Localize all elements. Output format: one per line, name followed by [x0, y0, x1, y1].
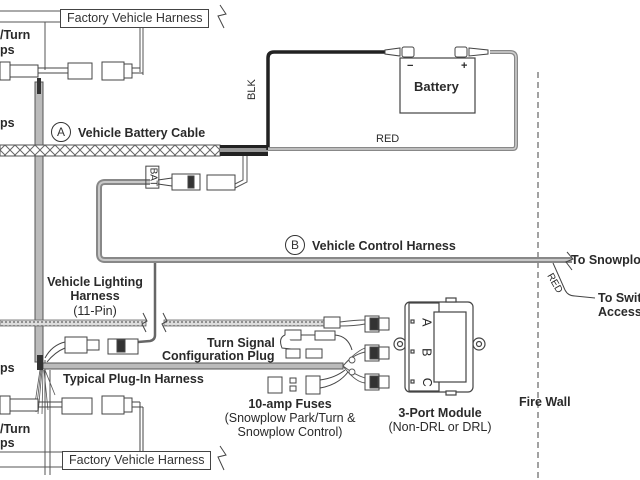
fuse-holders — [267, 369, 349, 395]
red-wire-label: RED — [376, 133, 400, 145]
park-turn-lamps-bottom-label-2: ps — [0, 436, 15, 450]
module-label-2: (Non-DRL or DRL) — [388, 420, 492, 434]
park-turn-lamps-top-label-2: ps — [0, 43, 15, 57]
battery — [399, 57, 476, 114]
battery-cable-marker: A — [51, 122, 71, 142]
battery-terminals — [384, 46, 489, 58]
fire-wall-label: Fire Wall — [519, 395, 571, 409]
factory-harness-bottom-label: Factory Vehicle Harness — [62, 451, 212, 470]
park-turn-lamps-bottom-label-1: /Turn — [0, 422, 31, 436]
factory-harness-top — [0, 4, 227, 29]
to-switch-label-2: Access — [598, 305, 640, 319]
module-harness-wires — [339, 319, 366, 384]
turn-signal-plug-label-2: Configuration Plug — [162, 349, 275, 363]
module-port-a: A — [419, 318, 434, 327]
factory-harness-top-label: Factory Vehicle Harness — [60, 9, 210, 28]
factory-harness-feed-top — [44, 22, 144, 75]
vehicle-battery-cable — [0, 144, 268, 157]
fuses-label-3: Snowplow Control) — [237, 425, 343, 439]
module-port-b: B — [419, 348, 434, 357]
blk-wire-label: BLK — [246, 79, 258, 100]
lighting-harness-label-3: (11-Pin) — [73, 304, 117, 318]
vehicle-lighting-harness — [0, 312, 341, 333]
lighting-harness-label-1: Vehicle Lighting — [47, 275, 143, 289]
bat-tag: BAT — [145, 165, 160, 189]
to-snowplow-label: To Snowplow — [571, 253, 640, 267]
battery-cable-label: Vehicle Battery Cable — [78, 126, 206, 140]
module-label-1: 3-Port Module — [398, 406, 482, 420]
lamp-connectors-top — [0, 61, 143, 81]
lighting-branch-wire — [137, 263, 157, 344]
fuses-label-2: (Snowplow Park/Turn & — [224, 411, 356, 425]
park-turn-lamps-top-label-1: /Turn — [0, 28, 31, 42]
battery-label: Battery — [414, 79, 459, 94]
bat-branch-wires — [234, 156, 248, 189]
three-port-module — [393, 297, 486, 396]
fuses-label-1: 10-amp Fuses — [248, 397, 332, 411]
headlamps-top-label: ps — [0, 116, 15, 130]
lighting-connector — [44, 336, 139, 363]
battery-negative-label: − — [407, 60, 414, 72]
control-harness-label: Vehicle Control Harness — [312, 239, 456, 253]
lamp-connectors-bottom — [0, 395, 144, 452]
control-harness-marker: B — [285, 235, 305, 255]
turn-signal-config-plug — [280, 329, 353, 359]
factory-harness-bottom — [0, 445, 227, 471]
module-connectors — [364, 315, 390, 391]
module-port-c: C — [419, 377, 434, 387]
headlamps-bottom-label: ps — [0, 361, 15, 375]
red-switch-wire — [552, 262, 596, 299]
battery-positive-label: + — [461, 60, 468, 72]
blk-wire — [266, 50, 385, 150]
turn-signal-plug-label-1: Turn Signal — [207, 336, 275, 350]
plugin-harness-label: Typical Plug-In Harness — [63, 372, 204, 386]
lighting-harness-label-2: Harness — [70, 289, 120, 303]
bat-connector — [157, 173, 236, 191]
to-switch-label-1: To Swit — [598, 291, 640, 305]
